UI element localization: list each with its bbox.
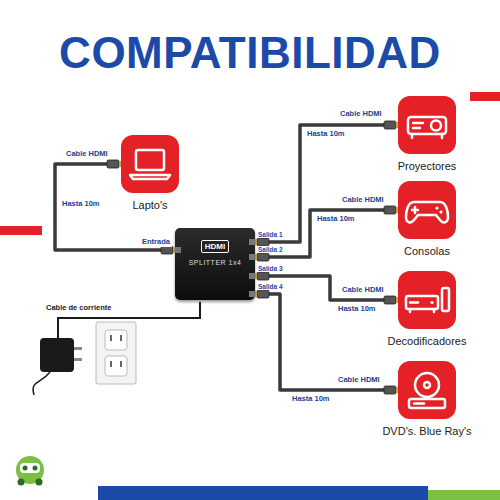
power-adapter [40,338,74,372]
device-label: Consolas [377,245,477,258]
device-glyph [121,135,179,193]
hdmi-port [249,254,255,260]
accent-bar [428,490,500,500]
hdmi-cable [255,206,398,261]
device-icon [121,135,179,193]
port-label: Salida 2 [257,246,284,253]
device-label: SPLITTER 1x4 [175,259,255,266]
cable-line [255,210,398,257]
brand-logo [16,456,44,486]
wall-outlet [96,322,136,384]
cable-label: Cable HDMI [64,150,110,159]
hdmi-port [175,247,181,253]
cable-line [255,276,398,300]
hdmi-plug [384,121,396,129]
accent-bar [98,486,428,500]
cable-line [255,125,398,242]
cable-label: Cable HDMI [340,286,386,295]
hdmi-cable [255,121,398,246]
hdmi-plug [257,290,269,298]
device-icon [398,361,456,419]
device-node: DVD's. Blue Ray's [377,361,477,438]
outlet-slot [120,361,122,367]
device-icon [398,181,456,239]
device-glyph [398,96,456,154]
hdmi-plug [384,206,396,214]
device-node: Decodificadores [377,271,477,348]
device-glyph [398,271,456,329]
cable-label: Hasta 10m [336,305,378,314]
port-label: Salida 3 [257,265,284,272]
hdmi-plug [384,386,396,394]
plug-tip [255,239,257,245]
cable-label: Hasta 10m [290,395,332,404]
port-label: Salida 1 [257,231,284,238]
hdmi-cable [255,290,398,394]
hdmi-port [249,291,255,297]
diagram-title: COMPATIBILIDAD [0,28,500,78]
hdmi-logo: HDMI [201,240,229,253]
hdmi-port [249,239,255,245]
adapter-prong [74,347,82,350]
cable-label: Hasta 10m [315,215,357,224]
outlet-slot [120,335,122,341]
device-icon [398,96,456,154]
device-node: Proyectores [377,96,477,173]
device-node: Lapto's [100,135,200,212]
accent-bar [0,226,42,235]
outlet-socket [105,356,127,376]
outlet-socket [105,330,127,350]
port-label: Salida 4 [257,283,284,290]
device-node: Consolas [377,181,477,258]
hdmi-port [249,273,255,279]
plug-tip [255,273,257,279]
device-icon [398,271,456,329]
cable-label: Cable HDMI [338,110,384,119]
plug-tip [255,291,257,297]
device-glyph [398,361,456,419]
cable-label: Cable HDMI [340,196,386,205]
device-label: DVD's. Blue Ray's [377,425,477,438]
plug-tip [255,254,257,260]
hdmi-plug [257,238,269,246]
device-glyph [398,181,456,239]
outlet-slot [110,361,112,367]
outlet-slot [110,335,112,341]
cable-label: Entrada [140,238,172,247]
power-wire [33,372,50,395]
hdmi-cable [255,272,398,304]
cable-line [255,294,398,390]
device-label: Decodificadores [377,335,477,348]
hdmi-plug [161,246,173,254]
cable-label: Hasta 10m [60,200,102,209]
adapter-prong [74,358,82,361]
hdmi-plug [107,160,119,168]
hdmi-plug [257,253,269,261]
splitter-box: HDMI SPLITTER 1x4 [175,228,255,300]
device-label: Proyectores [377,160,477,173]
device-label: Lapto's [100,199,200,212]
hdmi-plug [384,296,396,304]
accent-bar [470,92,500,101]
cable-label: Cable HDMI [336,376,382,385]
cable-label: Cable de corriente [44,304,113,313]
cable-label: Hasta 10m [305,130,347,139]
hdmi-plug [257,272,269,280]
